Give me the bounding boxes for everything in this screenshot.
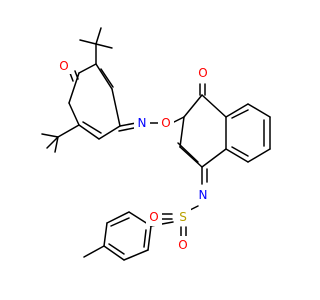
bond bbox=[78, 124, 100, 140]
atom-label: N bbox=[138, 116, 147, 130]
bond bbox=[46, 136, 59, 149]
bond bbox=[54, 136, 59, 153]
bond bbox=[143, 229, 147, 248]
bond bbox=[119, 122, 137, 127]
bond bbox=[183, 94, 203, 118]
bond bbox=[247, 103, 271, 118]
bond bbox=[74, 70, 79, 80]
structure-canvas: O N O O N S O O bbox=[41, 27, 271, 261]
bond bbox=[82, 121, 102, 134]
atom-s: S bbox=[175, 208, 191, 226]
bond bbox=[103, 222, 108, 247]
bond bbox=[201, 94, 227, 118]
atom-label: O bbox=[198, 66, 207, 80]
bond bbox=[98, 125, 121, 140]
bond bbox=[147, 225, 152, 251]
bond bbox=[201, 148, 227, 168]
atom-label: S bbox=[179, 210, 187, 224]
bond bbox=[83, 245, 105, 258]
atom-label: O bbox=[59, 59, 68, 73]
bond bbox=[103, 245, 125, 261]
atom-o-quinone: O bbox=[56, 58, 72, 74]
atom-label: O bbox=[161, 116, 170, 130]
bond bbox=[247, 148, 271, 163]
bond bbox=[118, 127, 135, 132]
atom-label: O bbox=[178, 238, 187, 252]
bond bbox=[41, 133, 59, 138]
bond bbox=[108, 243, 125, 255]
bond bbox=[123, 249, 149, 261]
bond bbox=[179, 116, 185, 148]
bond bbox=[57, 124, 80, 138]
bond bbox=[231, 109, 249, 119]
bond bbox=[110, 217, 130, 227]
bonds bbox=[41, 27, 271, 261]
bond bbox=[225, 103, 249, 118]
bond bbox=[78, 63, 97, 74]
bond bbox=[179, 146, 203, 168]
bond bbox=[95, 27, 102, 45]
atom-n-oxime: N bbox=[134, 115, 150, 131]
atom-o-s-bottom: O bbox=[175, 236, 191, 254]
atom-label: O bbox=[149, 210, 158, 224]
atom-o-oxime: O bbox=[158, 115, 174, 131]
bond bbox=[177, 142, 199, 163]
atom-labels: O N O O N S O O bbox=[56, 58, 211, 254]
atom-label: N bbox=[199, 188, 208, 202]
atom-o-naph: O bbox=[195, 64, 211, 82]
bond bbox=[95, 63, 113, 90]
bond bbox=[68, 102, 80, 126]
bond bbox=[231, 146, 249, 157]
bond bbox=[95, 43, 113, 49]
bond bbox=[79, 39, 97, 45]
bond bbox=[111, 88, 121, 127]
atom-n-imine: N bbox=[195, 186, 211, 204]
bond bbox=[69, 72, 74, 82]
bond bbox=[106, 211, 130, 224]
bond bbox=[100, 68, 114, 88]
atom-o-s-left: O bbox=[146, 208, 162, 226]
molecule-drawing: O N O O N S O O bbox=[41, 27, 271, 261]
bond bbox=[225, 148, 249, 163]
